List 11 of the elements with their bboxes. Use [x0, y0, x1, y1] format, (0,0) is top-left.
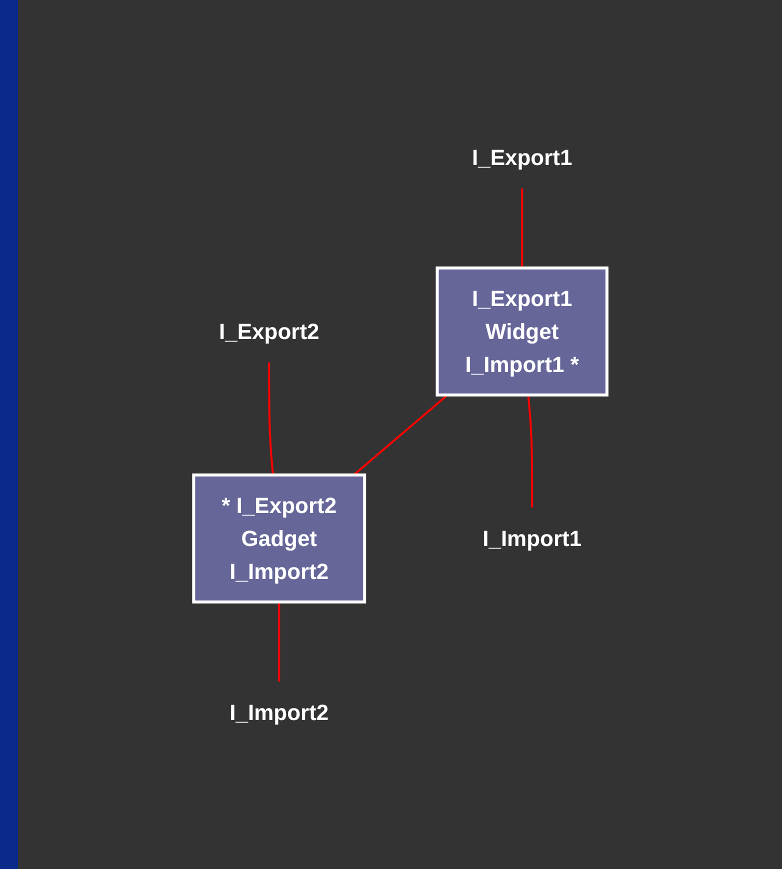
connector [520, 188, 523, 268]
connector [526, 394, 533, 508]
node-box: I_Export1 Widget I_Import1 * [435, 266, 608, 396]
node-box: * I_Export2 Gadget I_Import2 [192, 473, 366, 603]
connector [268, 362, 274, 475]
connector [278, 602, 280, 682]
connector [352, 394, 448, 476]
node-text: I_Export2 [218, 318, 319, 344]
node-text: I_Import2 [229, 699, 328, 724]
node-text: I_Export1 [472, 144, 572, 170]
node-text: I_Import1 [482, 525, 582, 550]
